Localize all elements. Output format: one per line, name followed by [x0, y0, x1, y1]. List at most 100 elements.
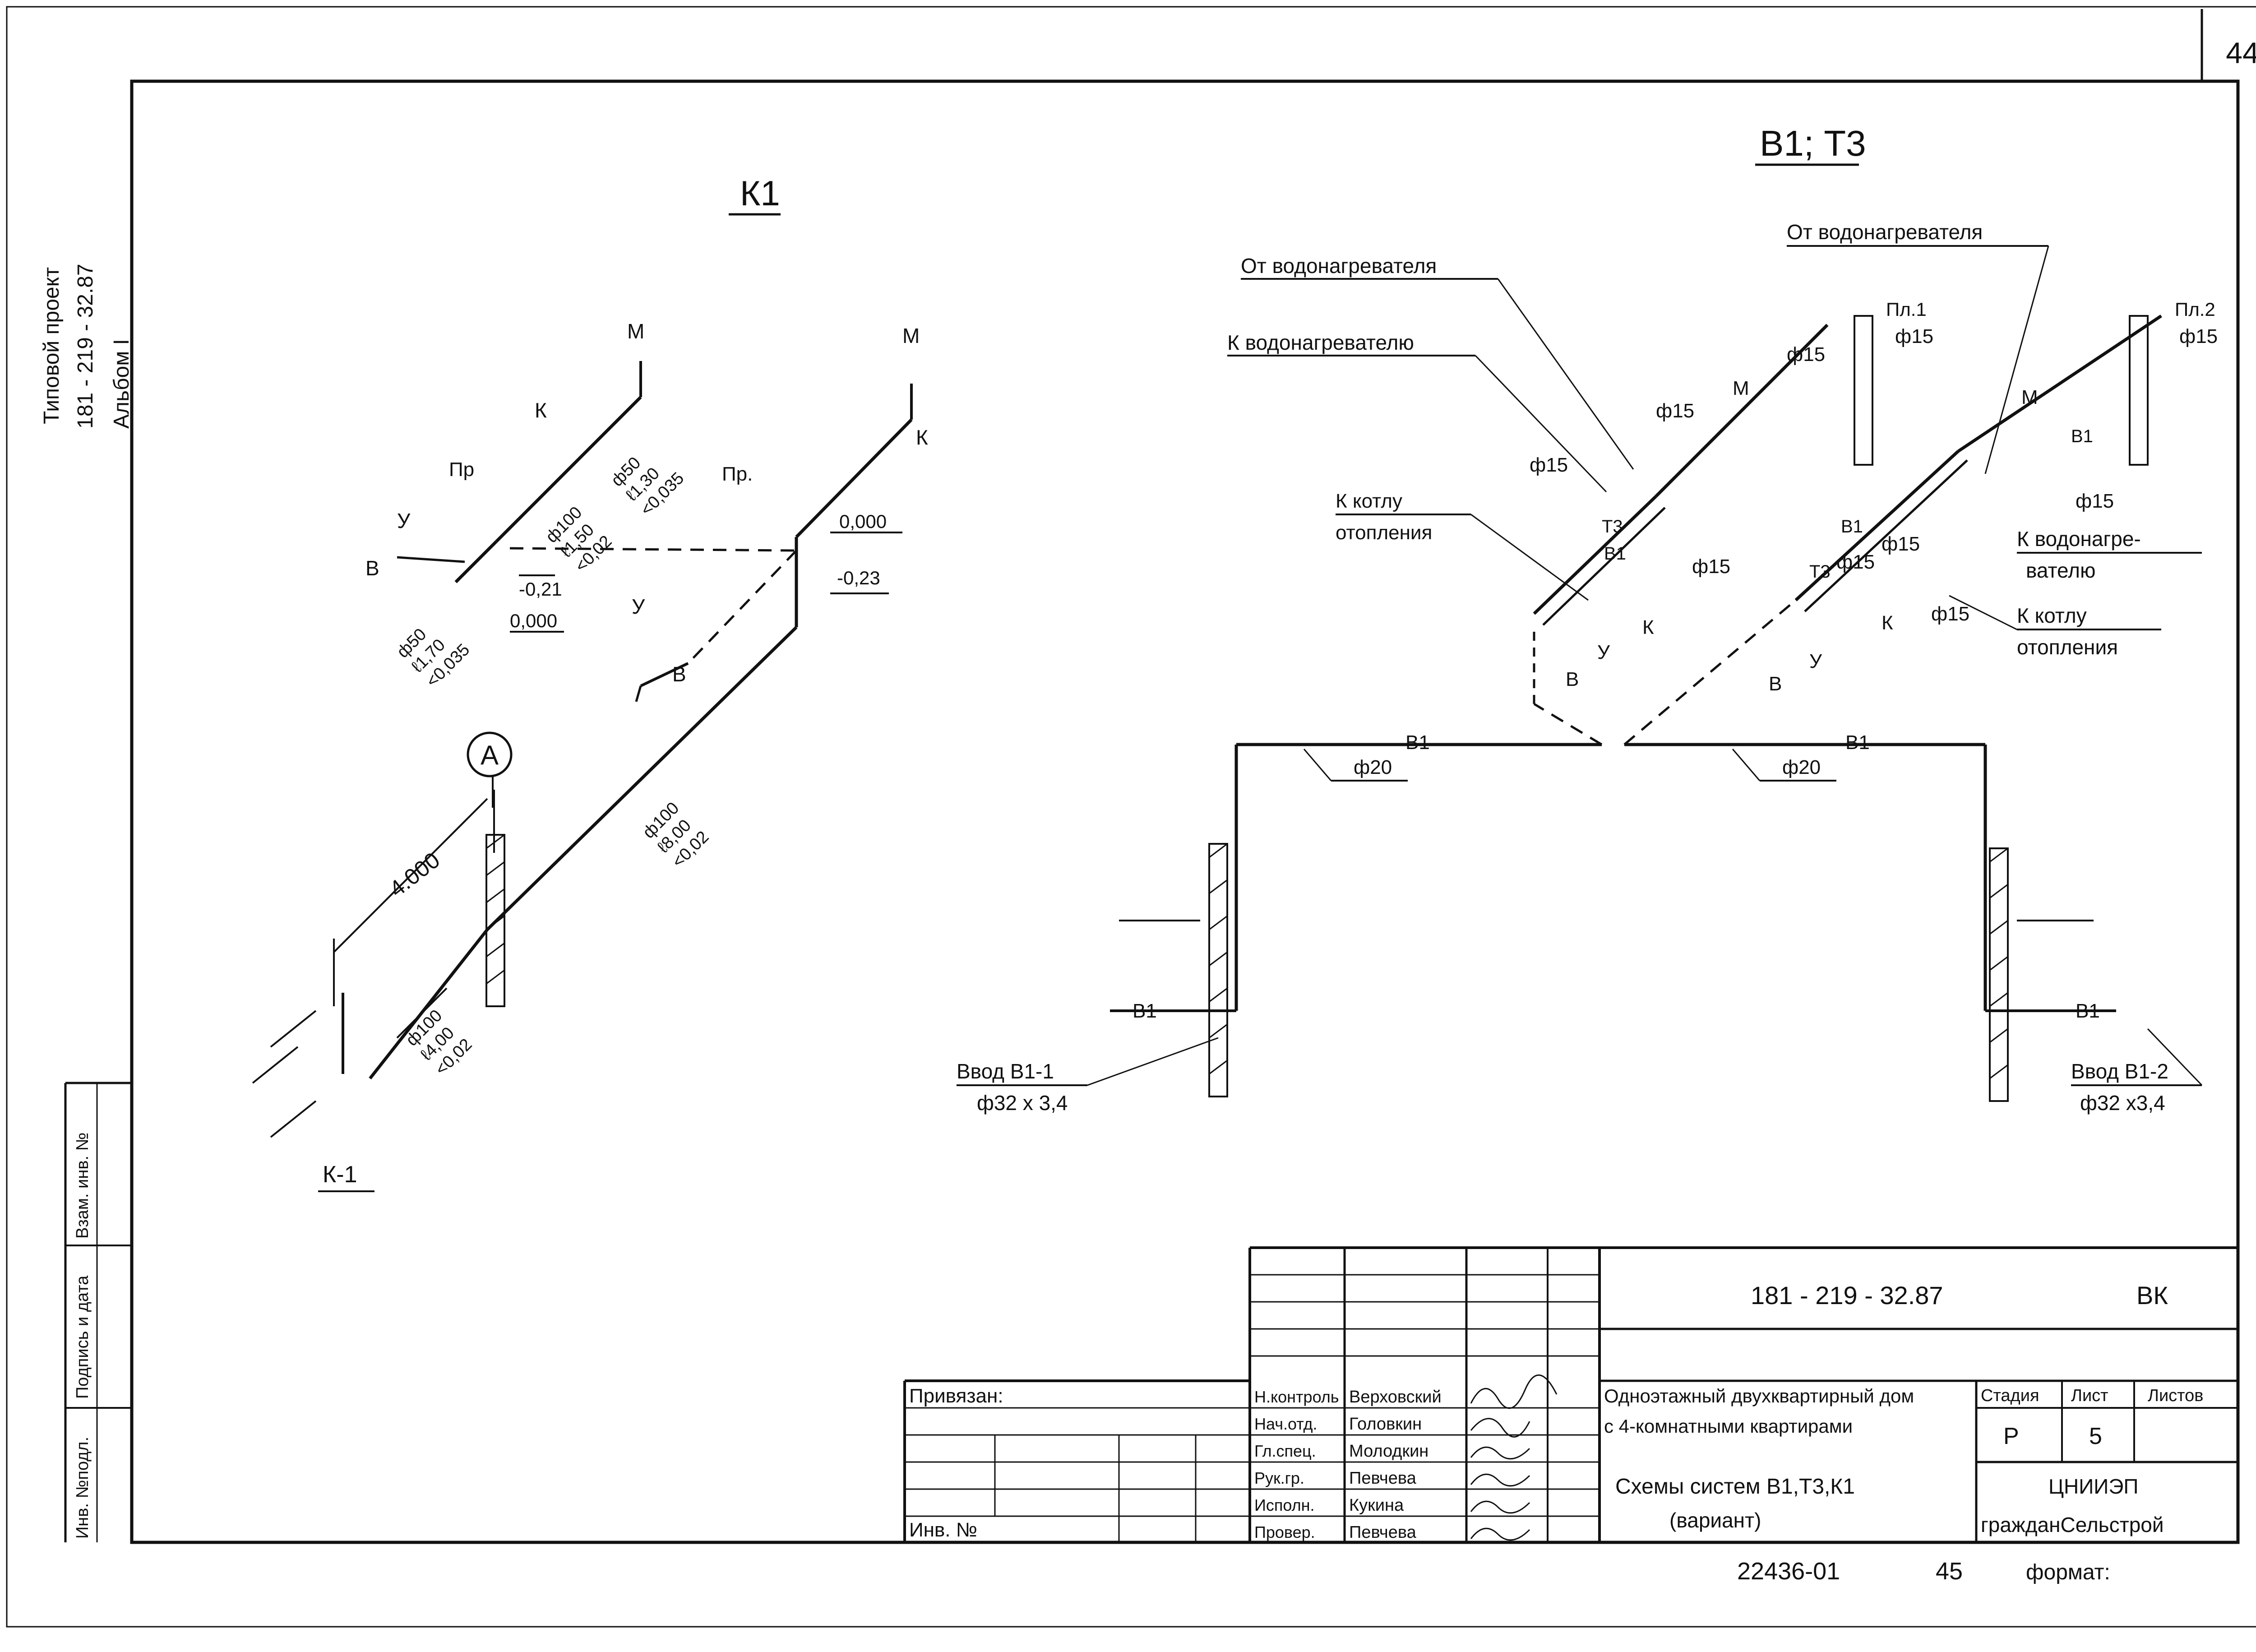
tb-page-no: 45 [1936, 1558, 1963, 1585]
title-block: 181 - 219 - 32.87 ВК Привязан: Инв. № Н.… [903, 1246, 2238, 1585]
tb-stage: Р [2003, 1423, 2019, 1449]
sheet-number: 44 [2226, 36, 2256, 69]
tb-name-5: Певчева [1349, 1523, 1417, 1542]
diam-d15-b: ф15 [1530, 454, 1568, 476]
k1-pipe-spec-3: ф50 ℓ1,70 <0,035 [393, 625, 474, 691]
tb-name-1: Головкин [1349, 1415, 1422, 1434]
tb-role-3: Рук.гр. [1254, 1469, 1304, 1487]
k1-level-0-left: 0,000 [510, 610, 557, 631]
diam-d15-h: ф15 [1836, 551, 1875, 573]
label-u-b: У [1809, 650, 1822, 672]
side-stamp-line3: Альбом I [110, 339, 134, 429]
side-stamp: Типовой проект 181 - 219 - 32.87 Альбом … [40, 264, 134, 429]
k1-level-marks [510, 532, 902, 633]
k1-pipe-spec-1: ф100 ℓ1,50 <0,02 [542, 503, 616, 576]
input-left-name: Ввод В1-1 [957, 1060, 1054, 1083]
diam-d15-j: ф15 [1931, 603, 1969, 625]
margin-stamp: Инв. №подл. Подпись и дата Взам. инв. № [73, 1133, 92, 1539]
diam-d15-a: ф15 [1656, 400, 1694, 422]
b1t3-walls [1119, 315, 2149, 1102]
label-k-b: К [1882, 612, 1893, 634]
k1-label-v1: В [365, 556, 379, 580]
scheme-b1t3: В1; Т3 [957, 123, 2218, 1115]
tb-doc-code: 181 - 219 - 32.87 [1751, 1281, 1943, 1310]
floor-mark-pl1: Пл.1 [1886, 299, 1927, 320]
signature-3 [1470, 1446, 1530, 1460]
callout-k-vodonagrevatelyu-2a: К водонагре- [2017, 527, 2141, 551]
tb-roles: Н.контроль Нач.отд. Гл.спец. Рук.гр. Исп… [1254, 1388, 1339, 1541]
tb-format-label: формат: [2026, 1560, 2110, 1584]
k1-label-u2: У [632, 595, 645, 618]
k1-pipe-spec-4: ф100 ℓ8,00 <0,02 [639, 799, 713, 872]
k1-label-v2: В [672, 662, 686, 686]
tb-sheets-header: Листов [2148, 1386, 2203, 1405]
k1-level-0-right: 0,000 [839, 511, 887, 532]
k1-riser-label: К-1 [323, 1161, 357, 1188]
signature-5 [1470, 1500, 1530, 1514]
k1-title: К1 [740, 173, 780, 213]
k1-section-marker: А [467, 731, 513, 808]
signature-2 [1470, 1418, 1530, 1438]
label-b1-riser-c: В1 [2071, 426, 2093, 446]
label-m-b: М [2021, 386, 2038, 408]
k1-label-pr2: Пр. [722, 463, 753, 485]
tb-role-1: Нач.отд. [1254, 1415, 1318, 1433]
tb-role-0: Н.контроль [1254, 1388, 1339, 1406]
diam-d15-f: ф15 [2076, 490, 2114, 512]
input-right-size: ф32 х3,4 [2080, 1091, 2165, 1115]
floor-mark-pl2: Пл.2 [2175, 299, 2215, 320]
diam-d15-e: ф15 [2179, 325, 2218, 347]
tb-mark: ВК [2136, 1281, 2168, 1310]
k1-dimension [333, 790, 495, 1006]
signature-1 [1470, 1374, 1558, 1409]
label-v-a: В [1566, 668, 1579, 690]
diam-d15-i: ф15 [1882, 533, 1920, 555]
label-b1-riser-a: В1 [1604, 544, 1626, 564]
k1-label-k1: К [535, 398, 547, 422]
label-b1-top-left: В1 [1405, 731, 1430, 754]
diam-d15-c: ф15 [1787, 343, 1825, 366]
tb-stage-header: Стадия [1981, 1386, 2039, 1405]
callout-k-kotlu-2b: отопления [2017, 635, 2118, 659]
tb-inv-no: Инв. № [909, 1519, 977, 1541]
title-block-grid [903, 1246, 2238, 1542]
side-stamp-line1: Типовой проект [40, 267, 64, 424]
tb-role-2: Гл.спец. [1254, 1442, 1316, 1460]
label-v-b: В [1769, 673, 1782, 695]
tb-name-2: Молодкин [1349, 1442, 1428, 1461]
k1-dimension-text: 4.000 [384, 847, 444, 902]
k1-wall [252, 834, 505, 1138]
callout-k-vodonagrevatelyu-2b: вателю [2026, 559, 2095, 582]
k1-label-k2: К [916, 426, 928, 449]
tb-role-4: Исполн. [1254, 1496, 1315, 1514]
label-t3-b: Т3 [1809, 562, 1831, 582]
callout-k-kotlu-1b: отопления [1336, 522, 1432, 544]
tb-sheet-title-line2: (вариант) [1669, 1509, 1761, 1532]
b1t3-pipes [1110, 315, 2162, 1012]
tb-object-line1: Одноэтажный двухквартирный дом [1604, 1385, 1914, 1407]
k1-level-023: -0,23 [837, 567, 880, 588]
callout-ot-vodonagrevatelya-1: От водонагревателя [1241, 254, 1437, 278]
callout-ot-vodonagrevatelya-2: От водонагревателя [1787, 220, 1983, 244]
diam-d20-left: ф20 [1354, 756, 1392, 778]
tb-signatures [1470, 1374, 1558, 1541]
tb-name-4: Кукина [1349, 1496, 1404, 1515]
label-b1-riser-b: В1 [1841, 517, 1863, 537]
k1-label-m2: М [902, 324, 920, 347]
k1-section-letter: А [481, 740, 499, 770]
k1-pipe-spec-5: ф100 ℓ4,00 <0,02 [402, 1006, 476, 1079]
tb-role-5: Провер. [1254, 1523, 1315, 1541]
diam-d20-right: ф20 [1782, 756, 1821, 778]
k1-label-m1: М [627, 319, 644, 343]
k1-label-u1: У [397, 509, 411, 532]
margin-podpis-data: Подпись и дата [73, 1275, 92, 1399]
k1-label-pr1: Пр [449, 458, 474, 481]
input-left-size: ф32 х 3,4 [977, 1091, 1068, 1115]
sheet-frame [6, 6, 2256, 1628]
margin-vzam-inv: Взам. инв. № [73, 1133, 92, 1239]
signature-6 [1470, 1527, 1530, 1541]
tb-sheet: 5 [2089, 1423, 2102, 1449]
scheme-k1: К1 [252, 173, 928, 1192]
